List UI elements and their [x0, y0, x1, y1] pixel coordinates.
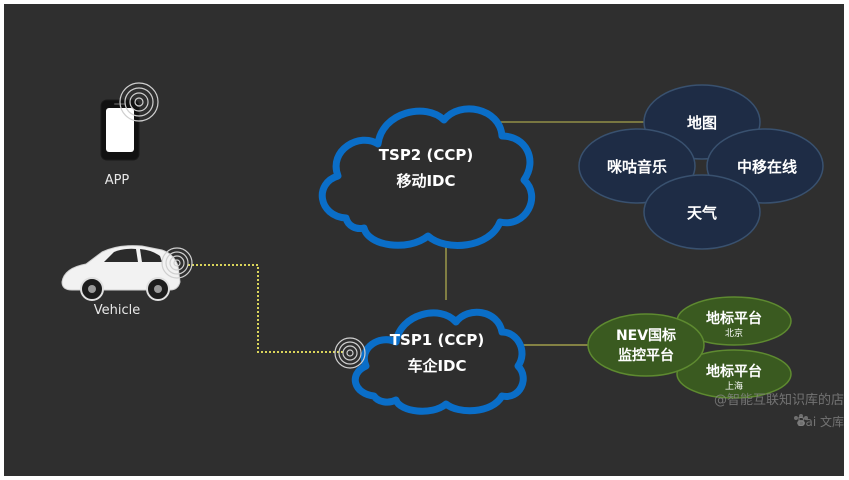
tsp1-subtitle: 车企IDC — [407, 357, 466, 375]
phone-icon — [100, 99, 140, 161]
app-label: APP — [105, 173, 130, 188]
weather-label: 天气 — [687, 204, 717, 222]
car-icon — [61, 245, 181, 301]
green-services — [587, 296, 792, 399]
watermark-text: @智能互联知识库的店 — [714, 392, 844, 408]
nev-label-line2: 监控平台 — [618, 347, 674, 364]
tsp1-title: TSP1 (CCP) — [390, 331, 484, 349]
local-beijing-title: 地标平台 — [706, 310, 762, 327]
nev-label-line1: NEV国标 — [616, 327, 676, 344]
tsp2-title: TSP2 (CCP) — [379, 146, 473, 164]
app-signal-icon — [119, 82, 159, 122]
watermark-logo: Bai 文库 — [797, 414, 844, 429]
tsp2-cloud — [318, 105, 536, 249]
local-shanghai-sub: 上海 — [725, 380, 743, 392]
weather-service — [643, 174, 761, 250]
migu-music-label: 咪咕音乐 — [607, 158, 667, 176]
vehicle-signal-icon — [161, 247, 193, 279]
local-shanghai-service — [676, 349, 792, 399]
tsp1-cloud — [351, 308, 527, 415]
blue-services — [578, 84, 824, 250]
map-label: 地图 — [687, 114, 717, 132]
tsp2-subtitle: 移动IDC — [396, 172, 455, 190]
cmcc-online-label: 中移在线 — [737, 158, 797, 176]
vehicle-to-tsp1-dotted-line — [188, 264, 345, 353]
local-shanghai-title: 地标平台 — [706, 363, 762, 380]
connectors — [188, 121, 670, 353]
nev-platform-service — [587, 313, 705, 377]
local-beijing-sub: 北京 — [725, 327, 743, 339]
vehicle-label: Vehicle — [94, 303, 141, 318]
tsp1-signal-icon — [334, 337, 366, 369]
baidu-paw-icon — [794, 414, 808, 426]
